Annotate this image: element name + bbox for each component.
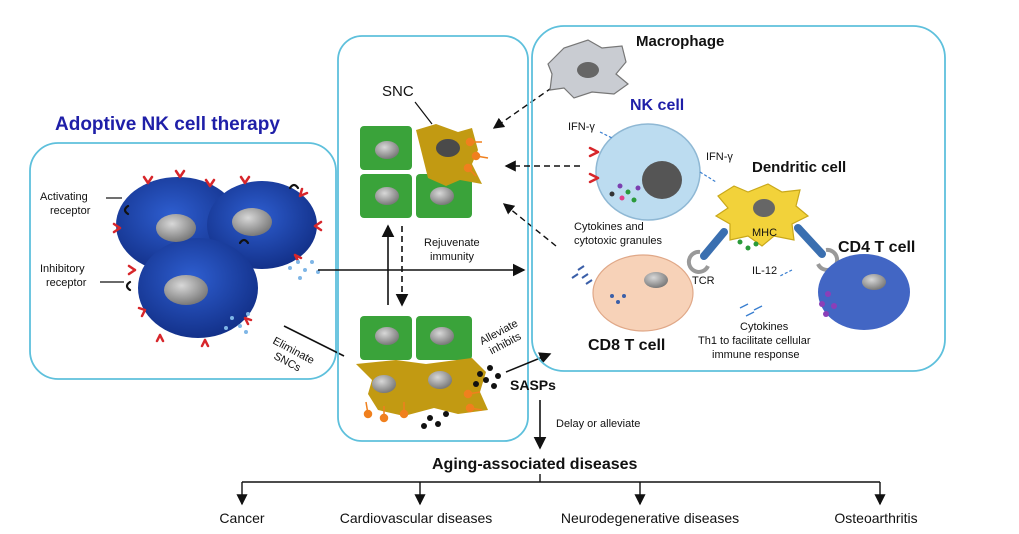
cd8-nucleus <box>644 272 668 288</box>
mhc-tcr-link-right <box>794 224 840 272</box>
aging-heading: Aging-associated diseases <box>432 456 638 473</box>
ifn-right-label: IFN-γ <box>706 151 733 163</box>
activating-label-line2: receptor <box>50 205 91 217</box>
snc-label: SNC <box>382 83 414 100</box>
nucleus <box>232 208 272 236</box>
cd8-arrow <box>502 203 557 247</box>
dendritic-nucleus <box>753 199 775 217</box>
snc-cell-eliminated <box>356 358 488 416</box>
cytokines-granules-line2: cytotoxic granules <box>574 235 663 247</box>
nk-nucleus-right <box>642 161 682 199</box>
cytokines-label: Cytokines <box>740 321 789 333</box>
activating-label-line1: Activating <box>40 191 88 203</box>
cd4-cell <box>818 254 910 330</box>
disease-cardiovascular: Cardiovascular diseases <box>340 510 493 526</box>
th1-line2: immune response <box>712 349 799 361</box>
disease-neurodegenerative: Neurodegenerative diseases <box>561 510 739 526</box>
left-panel-frame <box>29 142 337 380</box>
alleviate-arrow <box>505 352 552 373</box>
cd4-nucleus <box>862 274 886 290</box>
rejuvenate-line1: Rejuvenate <box>424 237 480 249</box>
macrophage-label: Macrophage <box>636 33 724 50</box>
disease-cancer: Cancer <box>219 510 264 526</box>
th1-line1: Th1 to facilitate cellular <box>698 335 811 347</box>
macrophage-nucleus <box>577 62 599 78</box>
mhc-tcr-link-left <box>686 228 728 274</box>
therapy-title: Adoptive NK cell therapy <box>55 114 280 135</box>
tcr-label: TCR <box>692 275 715 287</box>
nk-cell-label: NK cell <box>630 97 684 114</box>
cd4-label: CD4 T cell <box>838 239 915 256</box>
il12-label: IL-12 <box>752 265 777 277</box>
cytokines-granules-line1: Cytokines and <box>574 221 644 233</box>
ifn-left-label: IFN-γ <box>568 121 595 133</box>
nucleus <box>164 275 208 305</box>
cd8-label: CD8 T cell <box>588 337 665 354</box>
delay-label: Delay or alleviate <box>556 418 640 430</box>
nucleus <box>156 214 196 242</box>
lower-tissue <box>356 316 488 429</box>
right-panel-frame <box>531 25 946 372</box>
eliminate-line <box>283 325 345 357</box>
disease-osteoarthritis: Osteoarthritis <box>834 510 917 526</box>
ifn-left-arrow <box>599 131 613 139</box>
middle-panel-frame <box>337 35 529 442</box>
dendritic-cell-label: Dendritic cell <box>752 159 846 176</box>
rejuvenate-line2: immunity <box>430 251 475 263</box>
inhibitory-label-line1: Inhibitory <box>40 263 85 275</box>
snc-pointer <box>414 101 433 125</box>
ifn-right-arrow <box>699 171 717 183</box>
inhibitory-label-line2: receptor <box>46 277 87 289</box>
nk-cell-cluster <box>112 169 323 348</box>
cd8-cell <box>592 254 694 332</box>
sasp-dots <box>473 365 501 389</box>
mhc-label: MHC <box>752 227 777 239</box>
il12-arrow <box>779 269 793 277</box>
sasps-label: SASPs <box>510 377 556 393</box>
macrophage-arrow <box>492 81 561 129</box>
upper-tissue <box>360 124 489 218</box>
disease-tree <box>236 474 886 506</box>
